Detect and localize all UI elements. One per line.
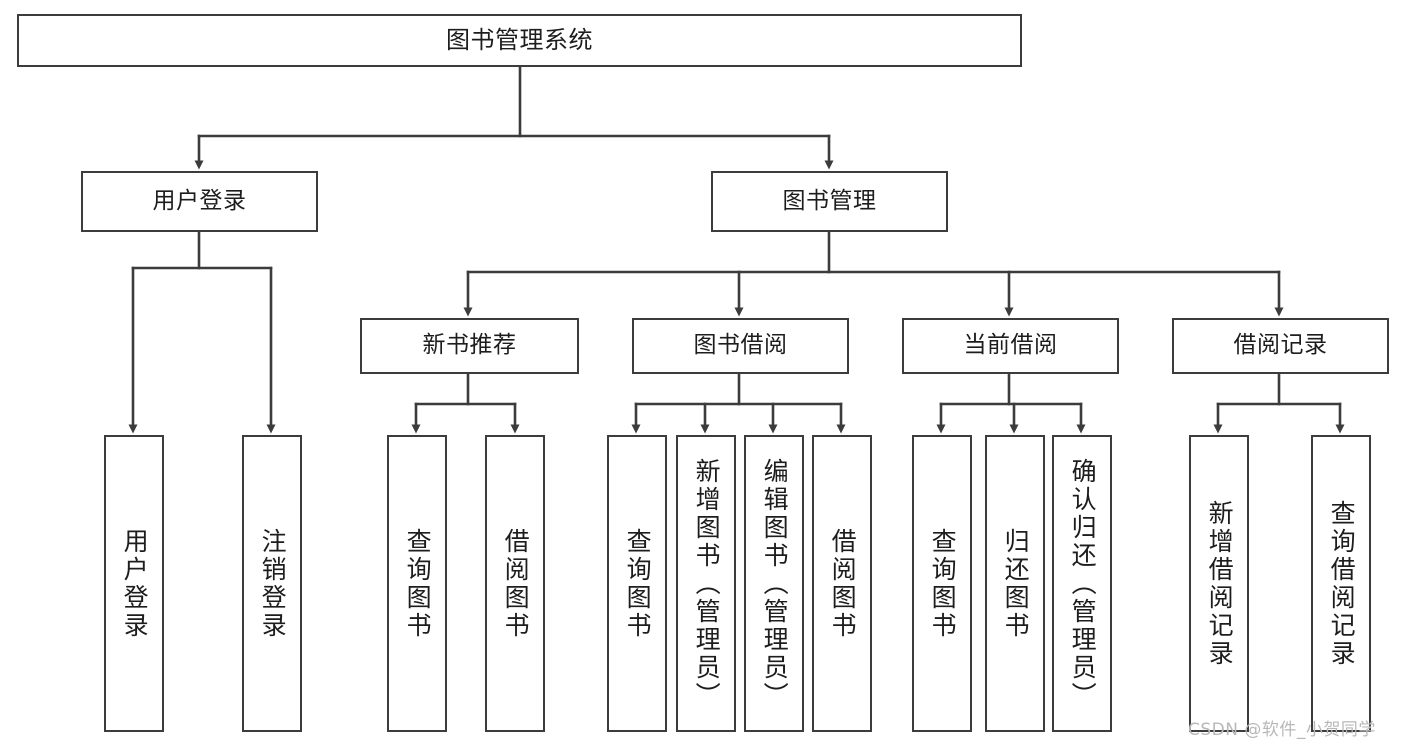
node-book-borrow-label: 图书借阅 bbox=[693, 332, 788, 359]
node-leaf-add-borrow-record-label: 新增借阅记录 bbox=[1205, 499, 1235, 668]
node-leaf-query-book-2[interactable]: 查询图书 bbox=[607, 435, 667, 732]
node-leaf-return-book[interactable]: 归还图书 bbox=[985, 435, 1045, 732]
node-user-login-label: 用户登录 bbox=[152, 187, 247, 214]
node-leaf-user-login[interactable]: 用户登录 bbox=[104, 435, 164, 732]
node-leaf-edit-book-admin[interactable]: 编辑图书（管理员） bbox=[744, 435, 804, 732]
node-borrow-record[interactable]: 借阅记录 bbox=[1172, 318, 1389, 374]
node-root-label: 图书管理系统 bbox=[446, 26, 593, 55]
node-new-book-recommend[interactable]: 新书推荐 bbox=[360, 318, 579, 374]
node-book-borrow[interactable]: 图书借阅 bbox=[632, 318, 849, 374]
node-leaf-borrow-book-1[interactable]: 借阅图书 bbox=[485, 435, 545, 732]
node-leaf-confirm-return-admin[interactable]: 确认归还（管理员） bbox=[1052, 435, 1112, 732]
node-leaf-edit-book-admin-label: 编辑图书（管理员） bbox=[760, 457, 790, 710]
node-leaf-user-login-label: 用户登录 bbox=[120, 527, 150, 640]
node-leaf-borrow-book-1-label: 借阅图书 bbox=[501, 527, 531, 640]
node-leaf-query-book-3-label: 查询图书 bbox=[928, 527, 958, 640]
node-leaf-query-book-3[interactable]: 查询图书 bbox=[912, 435, 972, 732]
node-leaf-return-book-label: 归还图书 bbox=[1001, 527, 1031, 640]
node-leaf-query-book-1-label: 查询图书 bbox=[403, 527, 433, 640]
node-leaf-query-book-1[interactable]: 查询图书 bbox=[387, 435, 447, 732]
node-leaf-add-book-admin[interactable]: 新增图书（管理员） bbox=[676, 435, 736, 732]
node-leaf-add-book-admin-label: 新增图书（管理员） bbox=[692, 457, 722, 710]
node-leaf-query-borrow-record-label: 查询借阅记录 bbox=[1327, 499, 1357, 668]
node-leaf-query-borrow-record[interactable]: 查询借阅记录 bbox=[1311, 435, 1371, 732]
node-user-login[interactable]: 用户登录 bbox=[81, 171, 318, 232]
node-leaf-confirm-return-admin-label: 确认归还（管理员） bbox=[1068, 457, 1098, 710]
node-leaf-add-borrow-record[interactable]: 新增借阅记录 bbox=[1189, 435, 1249, 732]
node-leaf-logout-login[interactable]: 注销登录 bbox=[242, 435, 302, 732]
node-leaf-query-book-2-label: 查询图书 bbox=[623, 527, 653, 640]
node-leaf-borrow-book-2[interactable]: 借阅图书 bbox=[812, 435, 872, 732]
node-book-manage-label: 图书管理 bbox=[782, 187, 877, 214]
node-borrow-record-label: 借阅记录 bbox=[1233, 332, 1328, 359]
node-current-borrow-label: 当前借阅 bbox=[963, 332, 1058, 359]
node-leaf-logout-login-label: 注销登录 bbox=[258, 527, 288, 640]
node-leaf-borrow-book-2-label: 借阅图书 bbox=[828, 527, 858, 640]
node-root[interactable]: 图书管理系统 bbox=[17, 14, 1022, 67]
node-book-manage[interactable]: 图书管理 bbox=[711, 171, 948, 232]
csdn-watermark: CSDN @软件_小贺同学 bbox=[1188, 720, 1376, 740]
node-current-borrow[interactable]: 当前借阅 bbox=[902, 318, 1119, 374]
node-new-book-recommend-label: 新书推荐 bbox=[422, 332, 517, 359]
